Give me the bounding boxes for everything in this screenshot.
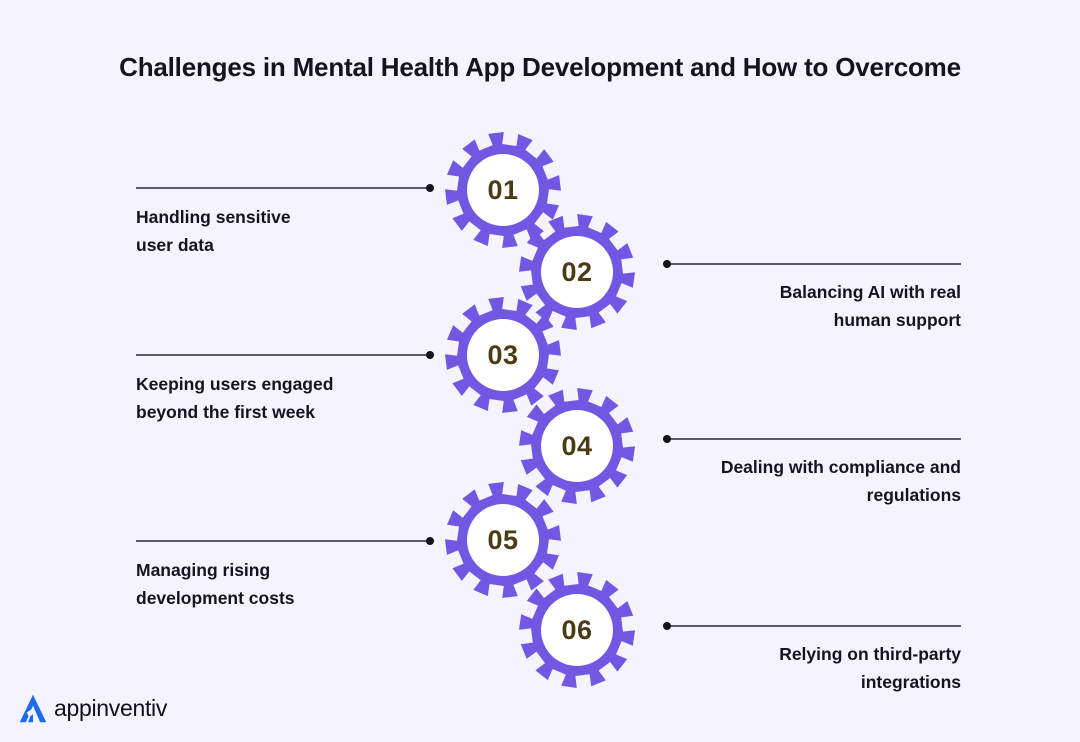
gear-step-05[interactable]: 05	[444, 481, 562, 599]
gear-step-06[interactable]: 06	[518, 571, 636, 689]
gear-icon-04	[519, 388, 635, 504]
gear-icon-06	[519, 572, 635, 688]
challenge-label-01: Handling sensitive user data	[136, 207, 291, 256]
gear-number-02: 02	[561, 256, 593, 287]
brand-logo: appinventiv	[14, 690, 167, 728]
connector-dot-02	[663, 260, 671, 268]
gear-step-01[interactable]: 01	[444, 131, 562, 249]
connector-line-01	[136, 187, 434, 189]
gear-step-03[interactable]: 03	[444, 296, 562, 414]
gear-step-04[interactable]: 04	[518, 387, 636, 505]
gear-icon-01	[445, 132, 561, 248]
gear-number-05: 05	[487, 524, 519, 555]
gear-icon-02	[519, 214, 635, 330]
challenge-label-05: Managing rising development costs	[136, 560, 295, 609]
connector-dot-06	[663, 622, 671, 630]
challenge-label-06: Relying on third-party integrations	[779, 644, 961, 693]
appinventiv-a-arrow-icon	[14, 690, 52, 728]
gear-step-02[interactable]: 02	[518, 213, 636, 331]
gear-number-01: 01	[487, 174, 519, 205]
brand-name: appinventiv	[54, 694, 168, 721]
connector-line-06	[663, 625, 961, 627]
gear-icon-03	[445, 297, 561, 413]
gear-icon-05	[445, 482, 561, 598]
connector-dot-05	[426, 537, 434, 545]
challenge-label-04: Dealing with compliance and regulations	[720, 457, 961, 506]
page-title: Challenges in Mental Health App Developm…	[119, 52, 961, 82]
gear-number-04: 04	[561, 430, 593, 461]
connector-line-05	[136, 540, 434, 542]
gear-number-03: 03	[487, 339, 519, 370]
connector-line-03	[136, 354, 434, 356]
connector-line-04	[663, 438, 961, 440]
connector-dot-03	[426, 351, 434, 359]
challenge-label-02: Balancing AI with real human support	[779, 282, 961, 331]
connector-dot-01	[426, 184, 434, 192]
gear-number-06: 06	[561, 614, 593, 645]
connector-line-02	[663, 263, 961, 265]
challenge-label-03: Keeping users engaged beyond the first w…	[136, 374, 334, 423]
connector-dot-04	[663, 435, 671, 443]
